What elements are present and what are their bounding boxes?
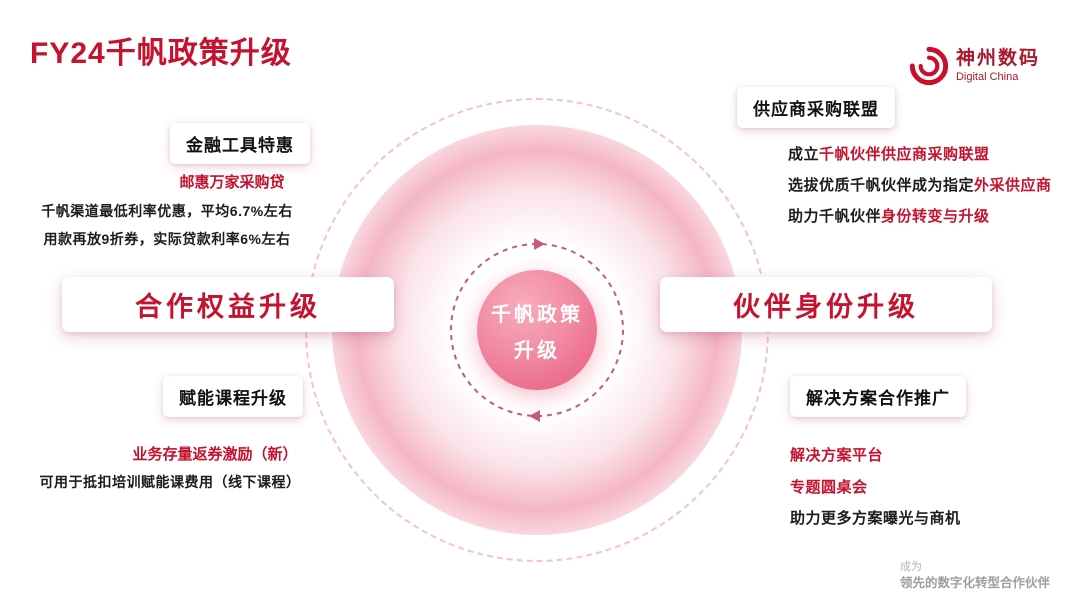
brand-text: 神州数码 Digital China xyxy=(956,48,1040,84)
right-main-box: 伙伴身份升级 xyxy=(660,277,992,332)
alliance-line2-red: 外采供应商 xyxy=(974,177,1052,194)
course-highlight: 业务存量返券激励（新） xyxy=(132,446,298,463)
center-badge-line2: 升级 xyxy=(514,339,560,362)
left-main-label: 合作权益升级 xyxy=(135,292,321,322)
alliance-header-label: 供应商采购联盟 xyxy=(753,100,879,119)
solution-highlight1: 解决方案平台 xyxy=(790,447,884,464)
alliance-line2: 选拔优质千帆伙伴成为指定外采供应商 xyxy=(788,174,1052,195)
alliance-line3: 助力千帆伙伴身份转变与升级 xyxy=(788,205,990,226)
footer-line2: 领先的数字化转型合作伙伴 xyxy=(900,576,1051,591)
alliance-line1-red: 千帆伙伴供应商采购联盟 xyxy=(819,146,990,163)
finance-line1: 千帆渠道最低利率优惠，平均6.7%左右 xyxy=(41,203,293,219)
solution-line1: 助力更多方案曝光与商机 xyxy=(790,510,961,527)
page-title: FY24千帆政策升级 xyxy=(30,37,292,70)
solution-highlight2: 专题圆桌会 xyxy=(790,479,868,496)
solution-header-label: 解决方案合作推广 xyxy=(806,389,950,408)
center-badge-line1: 千帆政策 xyxy=(491,303,583,326)
center-badge: 千帆政策 升级 xyxy=(477,270,597,390)
finance-header-label: 金融工具特惠 xyxy=(186,136,294,155)
alliance-line3-black: 助力千帆伙伴 xyxy=(788,208,882,225)
digital-china-swirl-icon xyxy=(909,46,949,86)
alliance-header-box: 供应商采购联盟 xyxy=(737,87,895,128)
solution-header-box: 解决方案合作推广 xyxy=(790,376,966,417)
left-main-box: 合作权益升级 xyxy=(62,277,394,332)
course-header-label: 赋能课程升级 xyxy=(179,389,287,408)
course-header-box: 赋能课程升级 xyxy=(163,376,303,417)
course-line1: 可用于抵扣培训赋能课费用（线下课程） xyxy=(39,474,301,490)
brand-name: 神州数码 xyxy=(955,48,1040,69)
finance-header-box: 金融工具特惠 xyxy=(170,123,310,164)
brand-subtitle: Digital China xyxy=(955,70,1019,83)
inner-cycle-arrows-icon xyxy=(450,238,624,422)
finance-highlight: 邮惠万家采购贷 xyxy=(179,174,285,191)
alliance-line3-red: 身份转变与升级 xyxy=(881,208,990,225)
alliance-line1: 成立千帆伙伴供应商采购联盟 xyxy=(788,143,990,164)
alliance-line2-black: 选拔优质千帆伙伴成为指定 xyxy=(788,177,975,194)
right-main-label: 伙伴身份升级 xyxy=(733,292,919,322)
footer-line1: 成为 xyxy=(900,561,922,573)
finance-line2: 用款再放9折券，实际贷款利率6%左右 xyxy=(43,231,291,247)
brand-logo: 神州数码 Digital China xyxy=(909,46,1040,86)
alliance-line1-black: 成立 xyxy=(788,146,820,163)
footer-watermark: 成为 领先的数字化转型合作伙伴 xyxy=(900,560,1050,593)
